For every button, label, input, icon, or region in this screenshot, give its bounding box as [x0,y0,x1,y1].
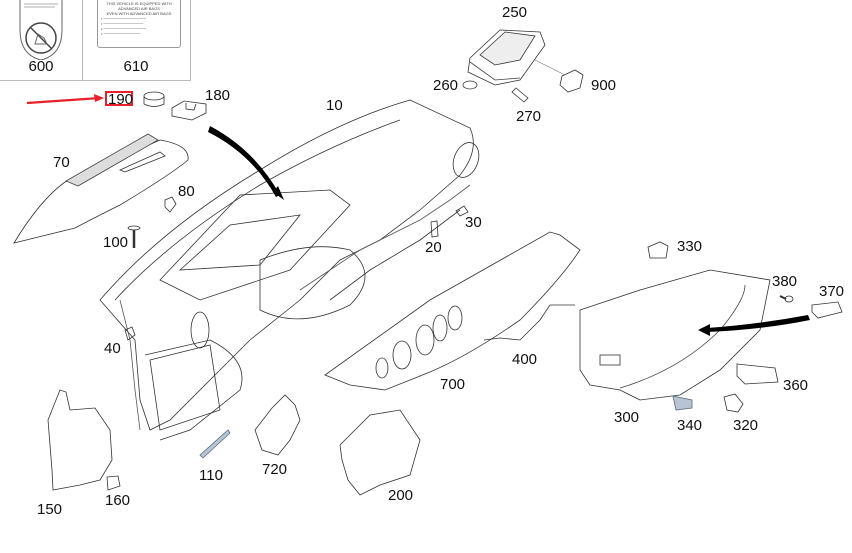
part-700-trim-drawing [324,231,581,391]
part-label-720[interactable]: 720 [262,461,288,478]
part-label-300[interactable]: 300 [614,409,640,426]
legend-label-600: 600 [28,58,54,75]
part-900-connector-drawing [559,69,584,93]
part-label-40[interactable]: 40 [104,340,121,357]
part-150-side-cover-drawing [47,389,113,491]
part-100-screw-drawing [127,225,141,248]
part-360-box-drawing [736,363,779,385]
part-200-bezel-drawing [339,409,421,496]
part-180-block-drawing [171,100,207,121]
part-370-switch-drawing [811,301,843,319]
part-label-100[interactable]: 100 [103,234,129,251]
part-190-cap-drawing [143,91,165,107]
airbag-warning-sticker-icon [19,0,63,60]
part-label-320[interactable]: 320 [733,417,759,434]
part-label-160[interactable]: 160 [105,492,131,509]
part-label-700[interactable]: 700 [440,376,466,393]
callout-arrow-icon [26,96,101,105]
legend-label-610: 610 [123,58,149,75]
part-70-cover-drawing [13,139,189,244]
part-label-200[interactable]: 200 [388,487,414,504]
part-250-airbag-drawing [467,29,546,86]
assembly-arrow-glovebox-icon [707,315,810,332]
assembly-arrow-icon [208,126,280,197]
part-label-150[interactable]: 150 [37,501,63,518]
part-80-clip-drawing [164,196,177,213]
part-20-clip-drawing [430,220,439,238]
part-label-80[interactable]: 80 [178,183,195,200]
part-label-70[interactable]: 70 [53,154,70,171]
part-label-900[interactable]: 900 [591,77,617,94]
part-40-clip-drawing [124,326,136,341]
part-160-clip-drawing [106,475,121,491]
warning-heading: THIS VEHICLE IS EQUIPPED WITH ADVANCED A… [106,1,172,11]
part-label-190[interactable]: 190 [108,91,134,108]
part-30-clip-drawing [455,205,469,217]
callout-arrow-head-icon [94,94,104,102]
airbag-warning-card: THIS VEHICLE IS EQUIPPED WITH ADVANCED A… [97,0,181,48]
part-label-380[interactable]: 380 [772,273,798,290]
part-320-latch-drawing [723,393,744,413]
part-400-cable-drawing [483,304,575,341]
part-380-screw-drawing [779,295,794,303]
part-label-370[interactable]: 370 [819,283,845,300]
part-340-lock-drawing [672,395,693,411]
part-300-glovebox-drawing [579,269,771,401]
part-label-360[interactable]: 360 [783,377,809,394]
part-label-340[interactable]: 340 [677,417,703,434]
part-110-bracket-drawing [199,429,231,459]
assembly-arrow-head-icon [273,186,284,200]
assembly-arrow-head-icon [698,324,710,336]
legend-box-610: THIS VEHICLE IS EQUIPPED WITH ADVANCED A… [82,0,191,81]
part-label-30[interactable]: 30 [465,214,482,231]
part-270-bolt-drawing [511,87,529,103]
part-330-bracket-drawing [647,241,669,259]
part-label-10[interactable]: 10 [326,97,343,114]
part-10-dashboard-drawing [99,99,480,441]
part-label-110[interactable]: 110 [199,467,223,484]
part-label-250[interactable]: 250 [502,4,528,21]
part-label-180[interactable]: 180 [205,87,231,104]
highlight-box-190 [105,91,133,106]
part-260-grommet-drawing [462,80,478,90]
part-label-400[interactable]: 400 [512,351,538,368]
part-label-20[interactable]: 20 [425,239,442,256]
part-720-panel-drawing [254,394,301,456]
part-label-270[interactable]: 270 [516,108,542,125]
part-label-330[interactable]: 330 [677,238,703,255]
part-label-260[interactable]: 260 [433,77,459,94]
warning-subheading: EVEN WITH ADVANCED AIR BAGS [106,11,172,16]
legend-box-600: 600 [0,0,83,81]
